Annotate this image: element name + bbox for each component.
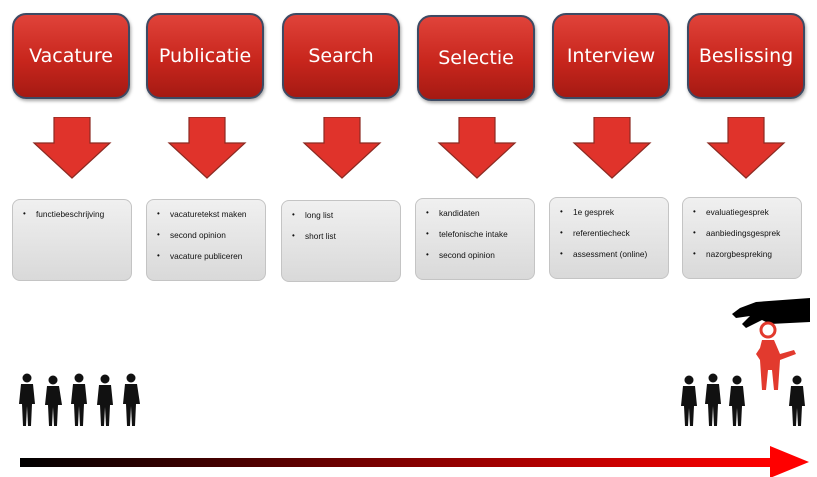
detail-box-selectie: kandidaten telefonische intake second op…	[415, 198, 535, 280]
step-label: Publicatie	[158, 45, 252, 67]
detail-item: 1e gesprek	[560, 206, 664, 218]
detail-item: aanbiedingsgesprek	[693, 227, 797, 239]
down-arrow-icon	[32, 117, 112, 179]
detail-box-beslissing: evaluatiegesprek aanbiedingsgesprek nazo…	[682, 197, 802, 279]
detail-item: telefonische intake	[426, 228, 530, 240]
down-arrow-icon	[437, 117, 517, 179]
detail-item: short list	[292, 230, 396, 242]
detail-item: nazorgbespreking	[693, 248, 797, 260]
detail-box-search: long list short list	[281, 200, 401, 282]
detail-item: kandidaten	[426, 207, 530, 219]
step-selectie: Selectie	[417, 15, 535, 101]
down-arrow-icon	[572, 117, 652, 179]
step-interview: Interview	[552, 13, 670, 99]
detail-box-vacature: functiebeschrijving	[12, 199, 132, 281]
detail-item: assessment (online)	[560, 248, 664, 260]
step-search: Search	[282, 13, 400, 99]
down-arrow-icon	[167, 117, 247, 179]
detail-item: second opinion	[157, 229, 261, 241]
detail-item: functiebeschrijving	[23, 208, 127, 220]
detail-item: vacaturetekst maken	[157, 208, 261, 220]
detail-box-publicatie: vacaturetekst maken second opinion vacat…	[146, 199, 266, 281]
down-arrow-icon	[706, 117, 786, 179]
detail-item: referentiecheck	[560, 227, 664, 239]
detail-item: evaluatiegesprek	[693, 206, 797, 218]
step-publicatie: Publicatie	[146, 13, 264, 99]
step-vacature: Vacature	[12, 13, 130, 99]
step-label: Search	[308, 45, 374, 67]
detail-box-interview: 1e gesprek referentiecheck assessment (o…	[549, 197, 669, 279]
step-label: Selectie	[438, 47, 514, 69]
step-beslissing: Beslissing	[687, 13, 805, 99]
group-of-people-icon	[19, 373, 140, 426]
hand-picking-candidate-icon	[681, 298, 810, 426]
detail-item: second opinion	[426, 249, 530, 261]
down-arrow-icon	[302, 117, 382, 179]
step-label: Interview	[566, 45, 656, 67]
step-label: Beslissing	[698, 45, 794, 67]
step-label: Vacature	[29, 45, 113, 67]
detail-item: vacature publiceren	[157, 250, 261, 262]
detail-item: long list	[292, 209, 396, 221]
